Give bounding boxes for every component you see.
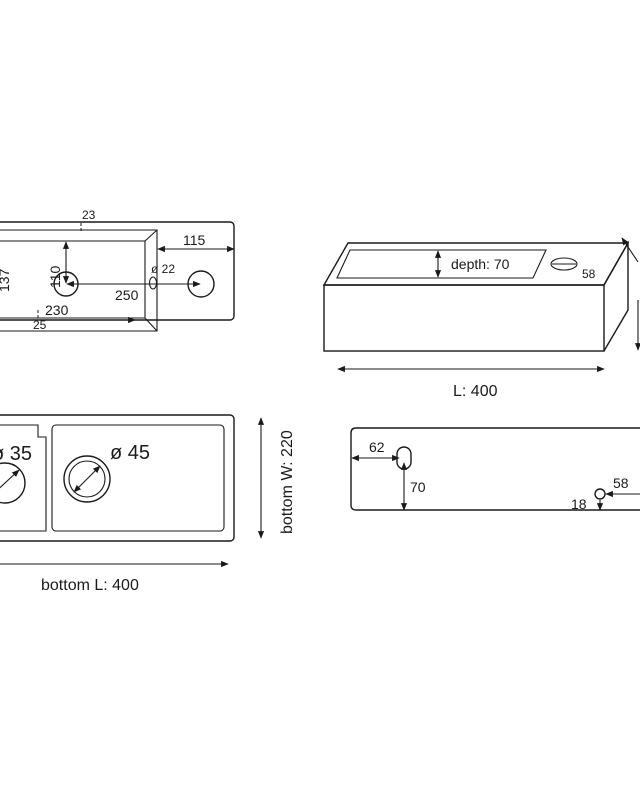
back-small-hole — [594, 488, 606, 500]
bottom-outline — [0, 414, 235, 542]
basin-side-face — [603, 240, 629, 352]
bottom-width-label: bottom W: 220 — [279, 430, 296, 534]
length-label: L: 400 — [453, 383, 498, 400]
dia-45-label: ø 45 — [110, 442, 150, 464]
bottom-right-compartment — [51, 424, 225, 532]
dim-62-label: 62 — [369, 439, 385, 455]
basin-bowl-opening — [336, 249, 547, 279]
dim-230-label: 230 — [45, 302, 69, 318]
bottom-left-compartment — [0, 424, 47, 532]
bottom-view: ø 35 ø 45 bottom W: 220 bottom L: 400 — [0, 414, 296, 594]
dim-115-label: 115 — [183, 232, 206, 248]
back-outline — [350, 427, 640, 511]
dim-70-label: 70 — [410, 479, 426, 495]
dim-22-label: ø 22 — [151, 262, 175, 276]
basin-inner-rim — [0, 229, 158, 332]
tap-hole-3d — [550, 257, 578, 271]
dim-58-back-label: 58 — [613, 475, 629, 491]
dim-18-label: 18 — [571, 496, 587, 512]
hole-35 — [0, 462, 26, 504]
dim-110-label: 110 — [47, 265, 63, 288]
back-view: 62 70 58 18 — [350, 427, 640, 512]
dim-25-label: 25 — [33, 318, 47, 332]
overflow-hole — [148, 276, 158, 290]
dim-23-label: 23 — [82, 208, 96, 222]
basin-bowl — [0, 240, 146, 319]
dim-137-label: 137 — [0, 268, 12, 292]
hole-45-outer — [63, 455, 111, 503]
bottom-length-label: bottom L: 400 — [41, 577, 139, 594]
hole-45-inner — [68, 460, 106, 498]
dim-58-side-label: 58 — [582, 267, 596, 281]
top-view: 23 115 110 137 ø 22 250 230 25 — [0, 208, 235, 332]
side-view: depth: 70 58 L: 400 — [322, 237, 640, 400]
dim-250-label: 250 — [115, 287, 139, 303]
depth-label: depth: 70 — [451, 256, 510, 272]
basin-front-face — [323, 284, 605, 352]
dim-width-line — [621, 237, 639, 263]
dia-35-label: ø 35 — [0, 443, 32, 465]
